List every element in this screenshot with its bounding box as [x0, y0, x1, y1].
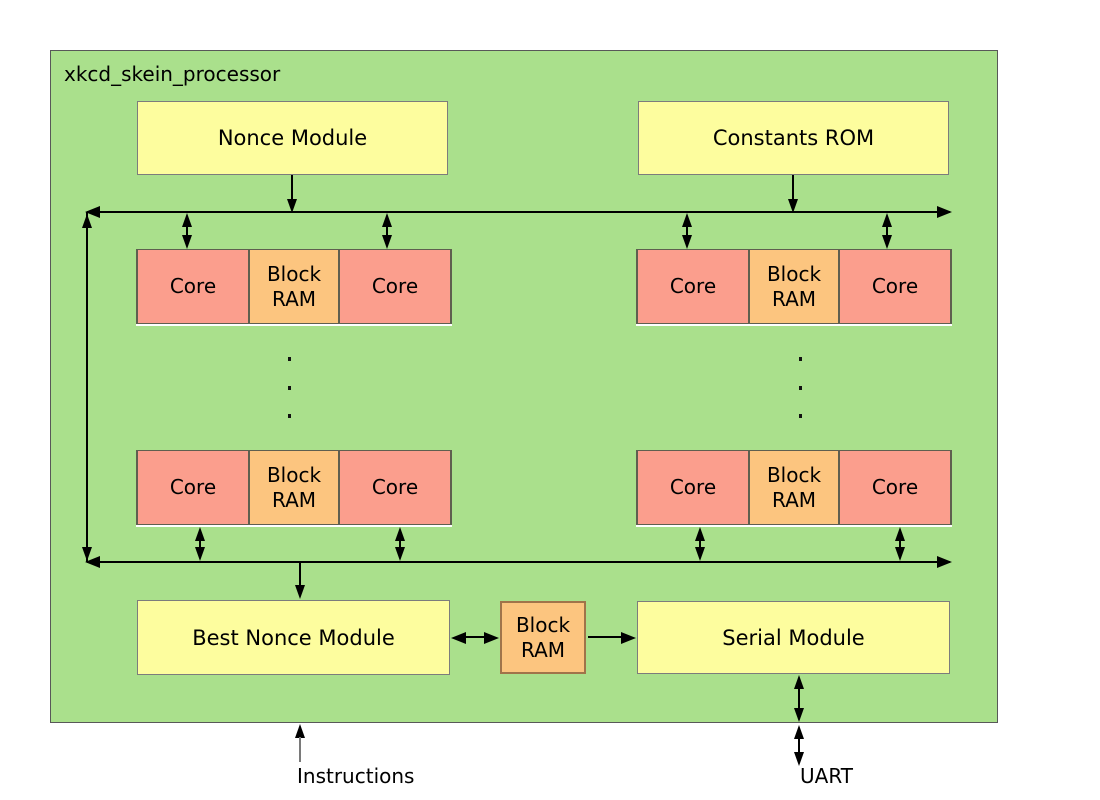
chip-title: xkcd_skein_processor [64, 62, 281, 86]
instructions-arrowhead-icon [295, 724, 305, 738]
core-box: Core [636, 249, 750, 324]
bestnonce-ram-line [459, 636, 491, 638]
core-bus-arrowhead-icon [695, 527, 705, 541]
left-bus-down-arrowhead-icon [82, 547, 92, 561]
core-cluster: Core Block RAM Core [136, 450, 452, 525]
best-nonce-module-box: Best Nonce Module [137, 600, 450, 675]
bestnonce-ram-arrowhead-icon [484, 632, 499, 644]
ellipsis-dot [799, 357, 802, 361]
core-bus-arrowhead-icon [895, 547, 905, 561]
core-box: Core [838, 249, 952, 324]
core-box: Core [838, 450, 952, 525]
bus-to-bestnonce-line [299, 563, 301, 586]
instructions-line [299, 737, 301, 762]
core-bus-arrowhead-icon [695, 547, 705, 561]
core-label: Core [669, 475, 717, 499]
top-bus-right-arrowhead-icon [937, 206, 952, 218]
bridge-block-ram-box: Block RAM [500, 601, 586, 674]
core-box: Core [338, 450, 452, 525]
top-bus-line [87, 211, 950, 213]
core-label: Core [669, 274, 717, 298]
core-bus-arrowhead-icon [895, 527, 905, 541]
block-ram-box: Block RAM [248, 249, 340, 324]
core-bus-arrowhead-icon [195, 547, 205, 561]
bottom-bus-right-arrowhead-icon [937, 556, 952, 568]
block-ram-box: Block RAM [748, 249, 840, 324]
bus-core-arrowhead-icon [682, 235, 692, 249]
core-label: Core [871, 475, 919, 499]
core-box: Core [338, 249, 452, 324]
core-cluster: Core Block RAM Core [636, 249, 952, 324]
core-bus-link [399, 536, 401, 552]
bridge-block-ram-label: Block RAM [515, 612, 571, 662]
uart-external-arrowhead-icon [794, 725, 804, 739]
block-ram-label: Block RAM [266, 462, 322, 512]
core-bus-link [199, 536, 201, 552]
ellipsis-dot [288, 386, 291, 390]
nonce-to-bus-line [291, 175, 293, 202]
core-box: Core [636, 450, 750, 525]
core-bus-arrowhead-icon [395, 547, 405, 561]
core-label: Core [169, 274, 217, 298]
core-label: Core [871, 274, 919, 298]
constants-rom-box: Constants ROM [638, 101, 949, 175]
ellipsis-dot [288, 357, 291, 361]
core-label: Core [371, 274, 419, 298]
bestnonce-ram-arrowhead-icon [451, 632, 466, 644]
serial-module-label: Serial Module [722, 625, 865, 650]
instructions-label: Instructions [297, 764, 415, 788]
ram-serial-arrowhead-icon [621, 632, 636, 644]
nonce-to-bus-arrowhead-icon [287, 199, 297, 213]
serial-uart-arrowhead-icon [794, 708, 804, 722]
core-bus-link [699, 536, 701, 552]
constants-rom-label: Constants ROM [712, 126, 875, 150]
bus-core-link [186, 222, 188, 240]
bus-core-arrowhead-icon [882, 235, 892, 249]
left-bus-up-arrowhead-icon [82, 214, 92, 228]
bottom-bus-line [87, 561, 950, 563]
block-ram-label: Block RAM [766, 261, 822, 311]
core-bus-link [899, 536, 901, 552]
bus-core-link [386, 222, 388, 240]
block-ram-label: Block RAM [266, 261, 322, 311]
bottom-bus-left-arrowhead-icon [85, 556, 100, 568]
nonce-module-label: Nonce Module [217, 126, 368, 150]
ellipsis-dot [288, 414, 291, 418]
ellipsis-dot [799, 414, 802, 418]
core-bus-arrowhead-icon [195, 527, 205, 541]
bus-core-link [686, 222, 688, 240]
core-cluster: Core Block RAM Core [636, 450, 952, 525]
uart-external-arrowhead-icon [794, 752, 804, 766]
bus-core-arrowhead-icon [182, 213, 192, 227]
core-label: Core [169, 475, 217, 499]
constants-to-bus-line [792, 175, 794, 202]
bus-core-arrowhead-icon [882, 213, 892, 227]
ellipsis-dot [799, 386, 802, 390]
ram-serial-line [588, 636, 626, 638]
core-box: Core [136, 450, 250, 525]
block-ram-box: Block RAM [248, 450, 340, 525]
core-bus-arrowhead-icon [395, 527, 405, 541]
core-label: Core [371, 475, 419, 499]
bus-core-link [886, 222, 888, 240]
serial-uart-link [798, 686, 800, 712]
core-box: Core [136, 249, 250, 324]
serial-uart-arrowhead-icon [794, 675, 804, 689]
uart-label: UART [800, 764, 853, 788]
bus-to-bestnonce-arrowhead-icon [295, 585, 305, 599]
bus-core-arrowhead-icon [182, 235, 192, 249]
constants-to-bus-arrowhead-icon [788, 199, 798, 213]
left-bus-line [86, 212, 88, 562]
block-ram-label: Block RAM [766, 462, 822, 512]
bus-core-arrowhead-icon [382, 235, 392, 249]
block-ram-box: Block RAM [748, 450, 840, 525]
bus-core-arrowhead-icon [682, 213, 692, 227]
nonce-module-box: Nonce Module [137, 101, 448, 175]
serial-module-box: Serial Module [637, 601, 950, 674]
uart-external-link [798, 736, 800, 754]
best-nonce-module-label: Best Nonce Module [192, 625, 395, 650]
bus-core-arrowhead-icon [382, 213, 392, 227]
core-cluster: Core Block RAM Core [136, 249, 452, 324]
